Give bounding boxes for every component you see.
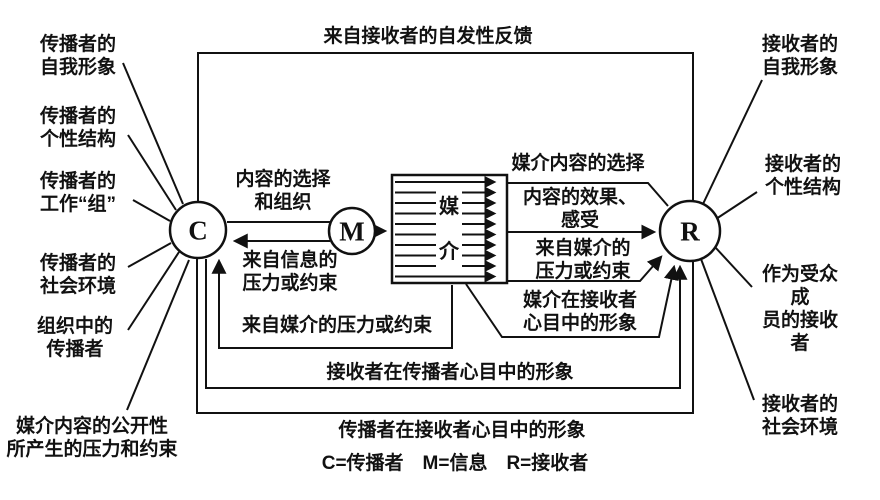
communicator-letter: C: [188, 215, 208, 246]
message-letter: M: [339, 216, 365, 247]
label-receiver-personality: 接收者的 个性结构: [764, 154, 842, 198]
right-factor-lines: [700, 79, 763, 401]
label-receiver-self-image: 接收者的 自我形象: [761, 34, 839, 78]
communicator-node: [168, 200, 228, 260]
media-pressure-on-c-line: [211, 258, 453, 349]
receiver-image-line: [205, 259, 688, 389]
label-receiver-social-environment: 接收者的 社会环境: [761, 394, 839, 438]
label-communicator-self-image: 传播者的 自我形象: [39, 34, 117, 78]
feedback-loop-top: [197, 52, 694, 202]
label-message-pressure: 来自信息的 压力或约束: [242, 250, 338, 294]
label-receiver-image-in-communicator: 接收者在传播者心目中的形象: [326, 362, 574, 383]
label-media-pressure-on-receiver: 来自媒介的 压力或约束: [535, 238, 631, 282]
receiver-letter: R: [680, 216, 700, 247]
message-node: [327, 206, 377, 256]
media-content-selection-line: [507, 182, 669, 207]
label-communicator-social-environment: 传播者的 社会环境: [39, 253, 117, 297]
label-media-image-in-receiver: 媒介在接收者 心目中的形象: [522, 290, 638, 334]
feedback-loop-bottom: [196, 259, 694, 414]
receiver-node: [658, 199, 722, 263]
label-media-content-publicity-pressure: 媒介内容的公开性 所产生的压力和约束: [6, 416, 178, 460]
label-media-content-selection: 媒介内容的选择: [511, 153, 645, 174]
label-receiver-as-audience-member: 作为受众成 员的接收者: [761, 264, 838, 354]
left-factor-lines: [122, 62, 190, 411]
medium-label: 媒 介: [436, 185, 462, 275]
label-spontaneous-feedback: 来自接收者的自发性反馈: [323, 26, 533, 47]
label-content-selection: 内容的选择 和组织: [235, 169, 331, 213]
label-communicator-personality: 传播者的 个性结构: [39, 106, 117, 150]
label-content-effect: 内容的效果、 感受: [522, 187, 638, 231]
label-communicator-image-in-receiver: 传播者在接收者心目中的形象: [338, 420, 586, 441]
label-communicator-work-group: 传播者的 工作“组”: [39, 171, 117, 215]
media-image-line: [465, 264, 679, 338]
label-legend: C=传播者 M=信息 R=接收者: [321, 453, 589, 474]
media-pressure-on-r-line: [507, 255, 663, 282]
label-media-pressure-on-communicator: 来自媒介的压力或约束: [241, 315, 433, 336]
label-communicator-in-organization: 组织中的 传播者: [36, 316, 114, 360]
